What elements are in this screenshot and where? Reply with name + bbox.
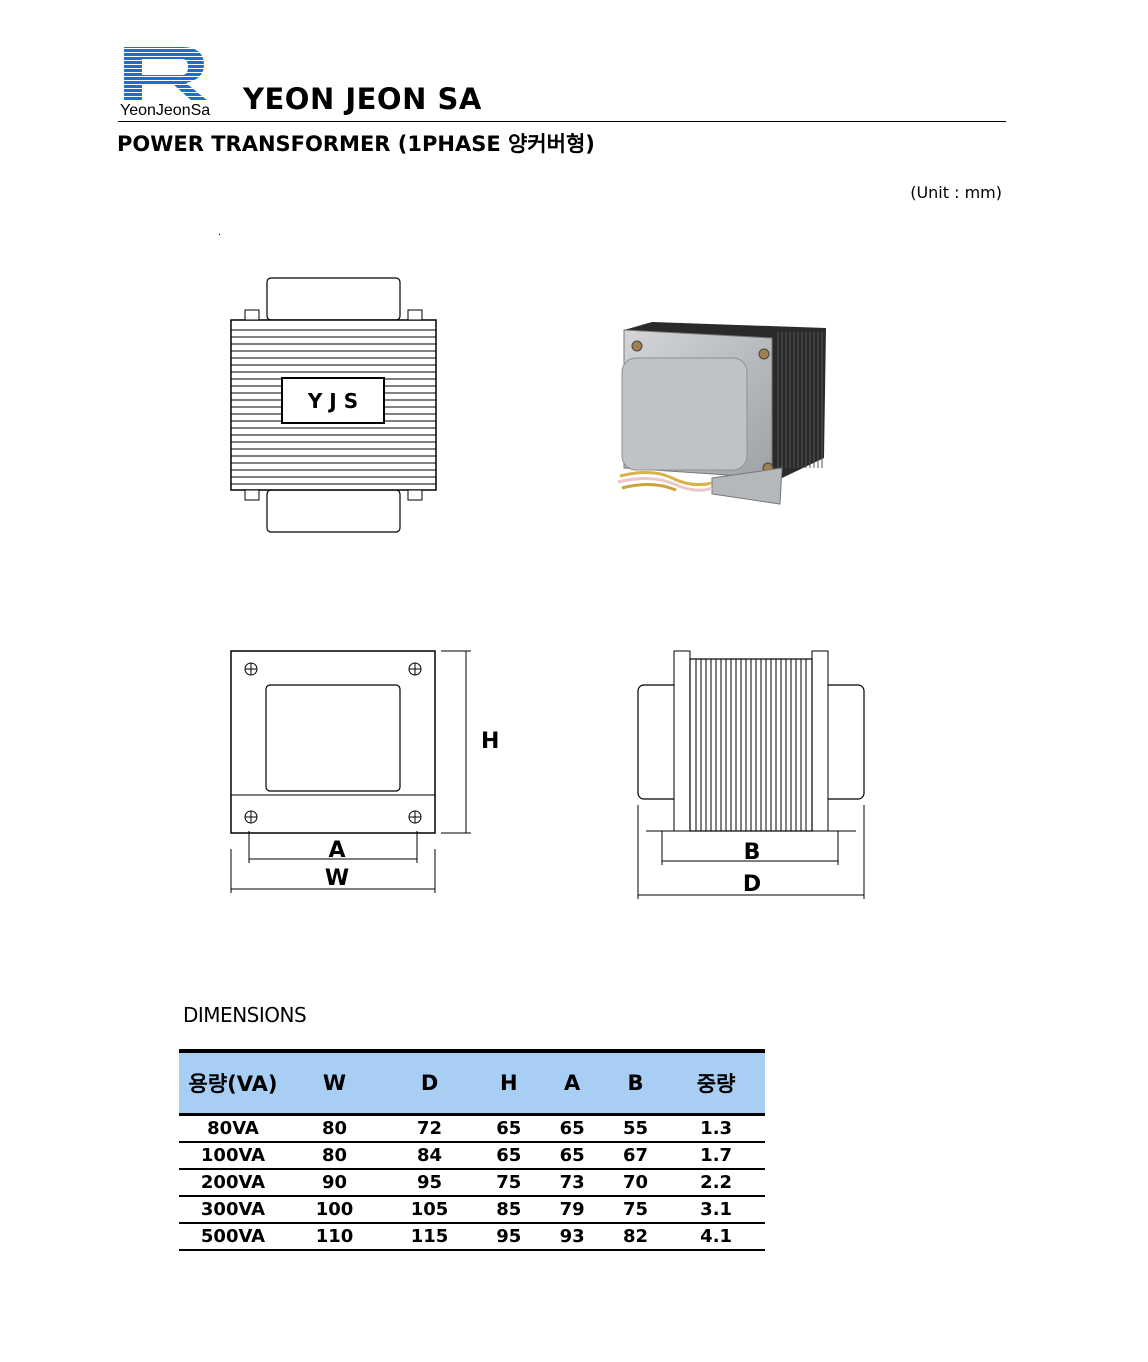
table-cell: 70 bbox=[603, 1169, 668, 1197]
col-header-a: A bbox=[540, 1049, 604, 1116]
table-cell: 80 bbox=[287, 1114, 383, 1143]
table-cell: 82 bbox=[603, 1223, 668, 1251]
table-cell: 73 bbox=[540, 1169, 604, 1197]
dimensions-heading: DIMENSIONS bbox=[183, 1003, 307, 1027]
dim-label-h: H bbox=[481, 729, 499, 754]
table-cell: 75 bbox=[477, 1169, 541, 1197]
col-header-d: D bbox=[382, 1049, 478, 1116]
table-cell: 300VA bbox=[179, 1196, 287, 1224]
table-cell: 80 bbox=[287, 1142, 383, 1170]
dim-label-a: A bbox=[328, 838, 345, 863]
table-cell: 65 bbox=[477, 1114, 541, 1143]
table-cell: 79 bbox=[540, 1196, 604, 1224]
col-header-h: H bbox=[477, 1049, 541, 1116]
table-cell: 4.1 bbox=[667, 1223, 765, 1251]
dim-label-d: D bbox=[743, 872, 761, 897]
yeonjeonsa-logo: YeonJeonSa bbox=[120, 47, 210, 119]
table-cell: 95 bbox=[477, 1223, 541, 1251]
table-cell: 2.2 bbox=[667, 1169, 765, 1197]
table-cell: 93 bbox=[540, 1223, 604, 1251]
table-cell: 67 bbox=[603, 1142, 668, 1170]
table-cell: 100 bbox=[287, 1196, 383, 1224]
table-cell: 65 bbox=[477, 1142, 541, 1170]
table-cell: 115 bbox=[382, 1223, 478, 1251]
col-header-w: W bbox=[287, 1049, 383, 1116]
unit-note: (Unit : mm) bbox=[910, 183, 1002, 202]
table-cell: 105 bbox=[382, 1196, 478, 1224]
table-cell: 65 bbox=[540, 1142, 604, 1170]
table-row: 500VA 110 115 95 93 82 4.1 bbox=[179, 1223, 765, 1251]
stray-dot: . bbox=[218, 227, 222, 238]
table-cell: 110 bbox=[287, 1223, 383, 1251]
transformer-photo bbox=[617, 322, 826, 505]
table-header-row: 용량(VA) W D H A B 중량 bbox=[179, 1049, 765, 1116]
table-cell: 85 bbox=[477, 1196, 541, 1224]
col-header-capacity: 용량(VA) bbox=[179, 1049, 287, 1116]
dim-label-b: B bbox=[744, 840, 761, 865]
col-header-b: B bbox=[603, 1049, 668, 1116]
logo-caption: YeonJeonSa bbox=[120, 102, 210, 119]
nameplate-label: Y J S bbox=[307, 389, 358, 413]
table-cell: 1.3 bbox=[667, 1114, 765, 1143]
table-cell: 80VA bbox=[179, 1114, 287, 1143]
table-cell: 500VA bbox=[179, 1223, 287, 1251]
front-view-drawing: Y J S bbox=[230, 277, 437, 533]
table-cell: 65 bbox=[540, 1114, 604, 1143]
table-cell: 75 bbox=[603, 1196, 668, 1224]
brand-name: YEON JEON SA bbox=[243, 82, 482, 116]
end-view-drawing: B D bbox=[637, 650, 865, 899]
table-cell: 72 bbox=[382, 1114, 478, 1143]
table-row: 100VA 80 84 65 65 67 1.7 bbox=[179, 1142, 765, 1170]
document-title: POWER TRANSFORMER (1PHASE 양커버형) bbox=[117, 132, 595, 156]
table-cell: 1.7 bbox=[667, 1142, 765, 1170]
col-header-weight: 중량 bbox=[667, 1049, 765, 1116]
table-cell: 55 bbox=[603, 1114, 668, 1143]
table-row: 300VA 100 105 85 79 75 3.1 bbox=[179, 1196, 765, 1224]
table-cell: 90 bbox=[287, 1169, 383, 1197]
side-view-drawing: H A W bbox=[230, 650, 499, 893]
dimensions-table: 용량(VA) W D H A B 중량 80VA 80 72 65 65 55 … bbox=[179, 1049, 765, 1251]
table-cell: 3.1 bbox=[667, 1196, 765, 1224]
table-cell: 200VA bbox=[179, 1169, 287, 1197]
table-row: 80VA 80 72 65 65 55 1.3 bbox=[179, 1114, 765, 1143]
table-cell: 84 bbox=[382, 1142, 478, 1170]
table-cell: 100VA bbox=[179, 1142, 287, 1170]
table-row: 200VA 90 95 75 73 70 2.2 bbox=[179, 1169, 765, 1197]
table-cell: 95 bbox=[382, 1169, 478, 1197]
header-rule bbox=[118, 121, 1006, 122]
dim-label-w: W bbox=[325, 866, 349, 891]
